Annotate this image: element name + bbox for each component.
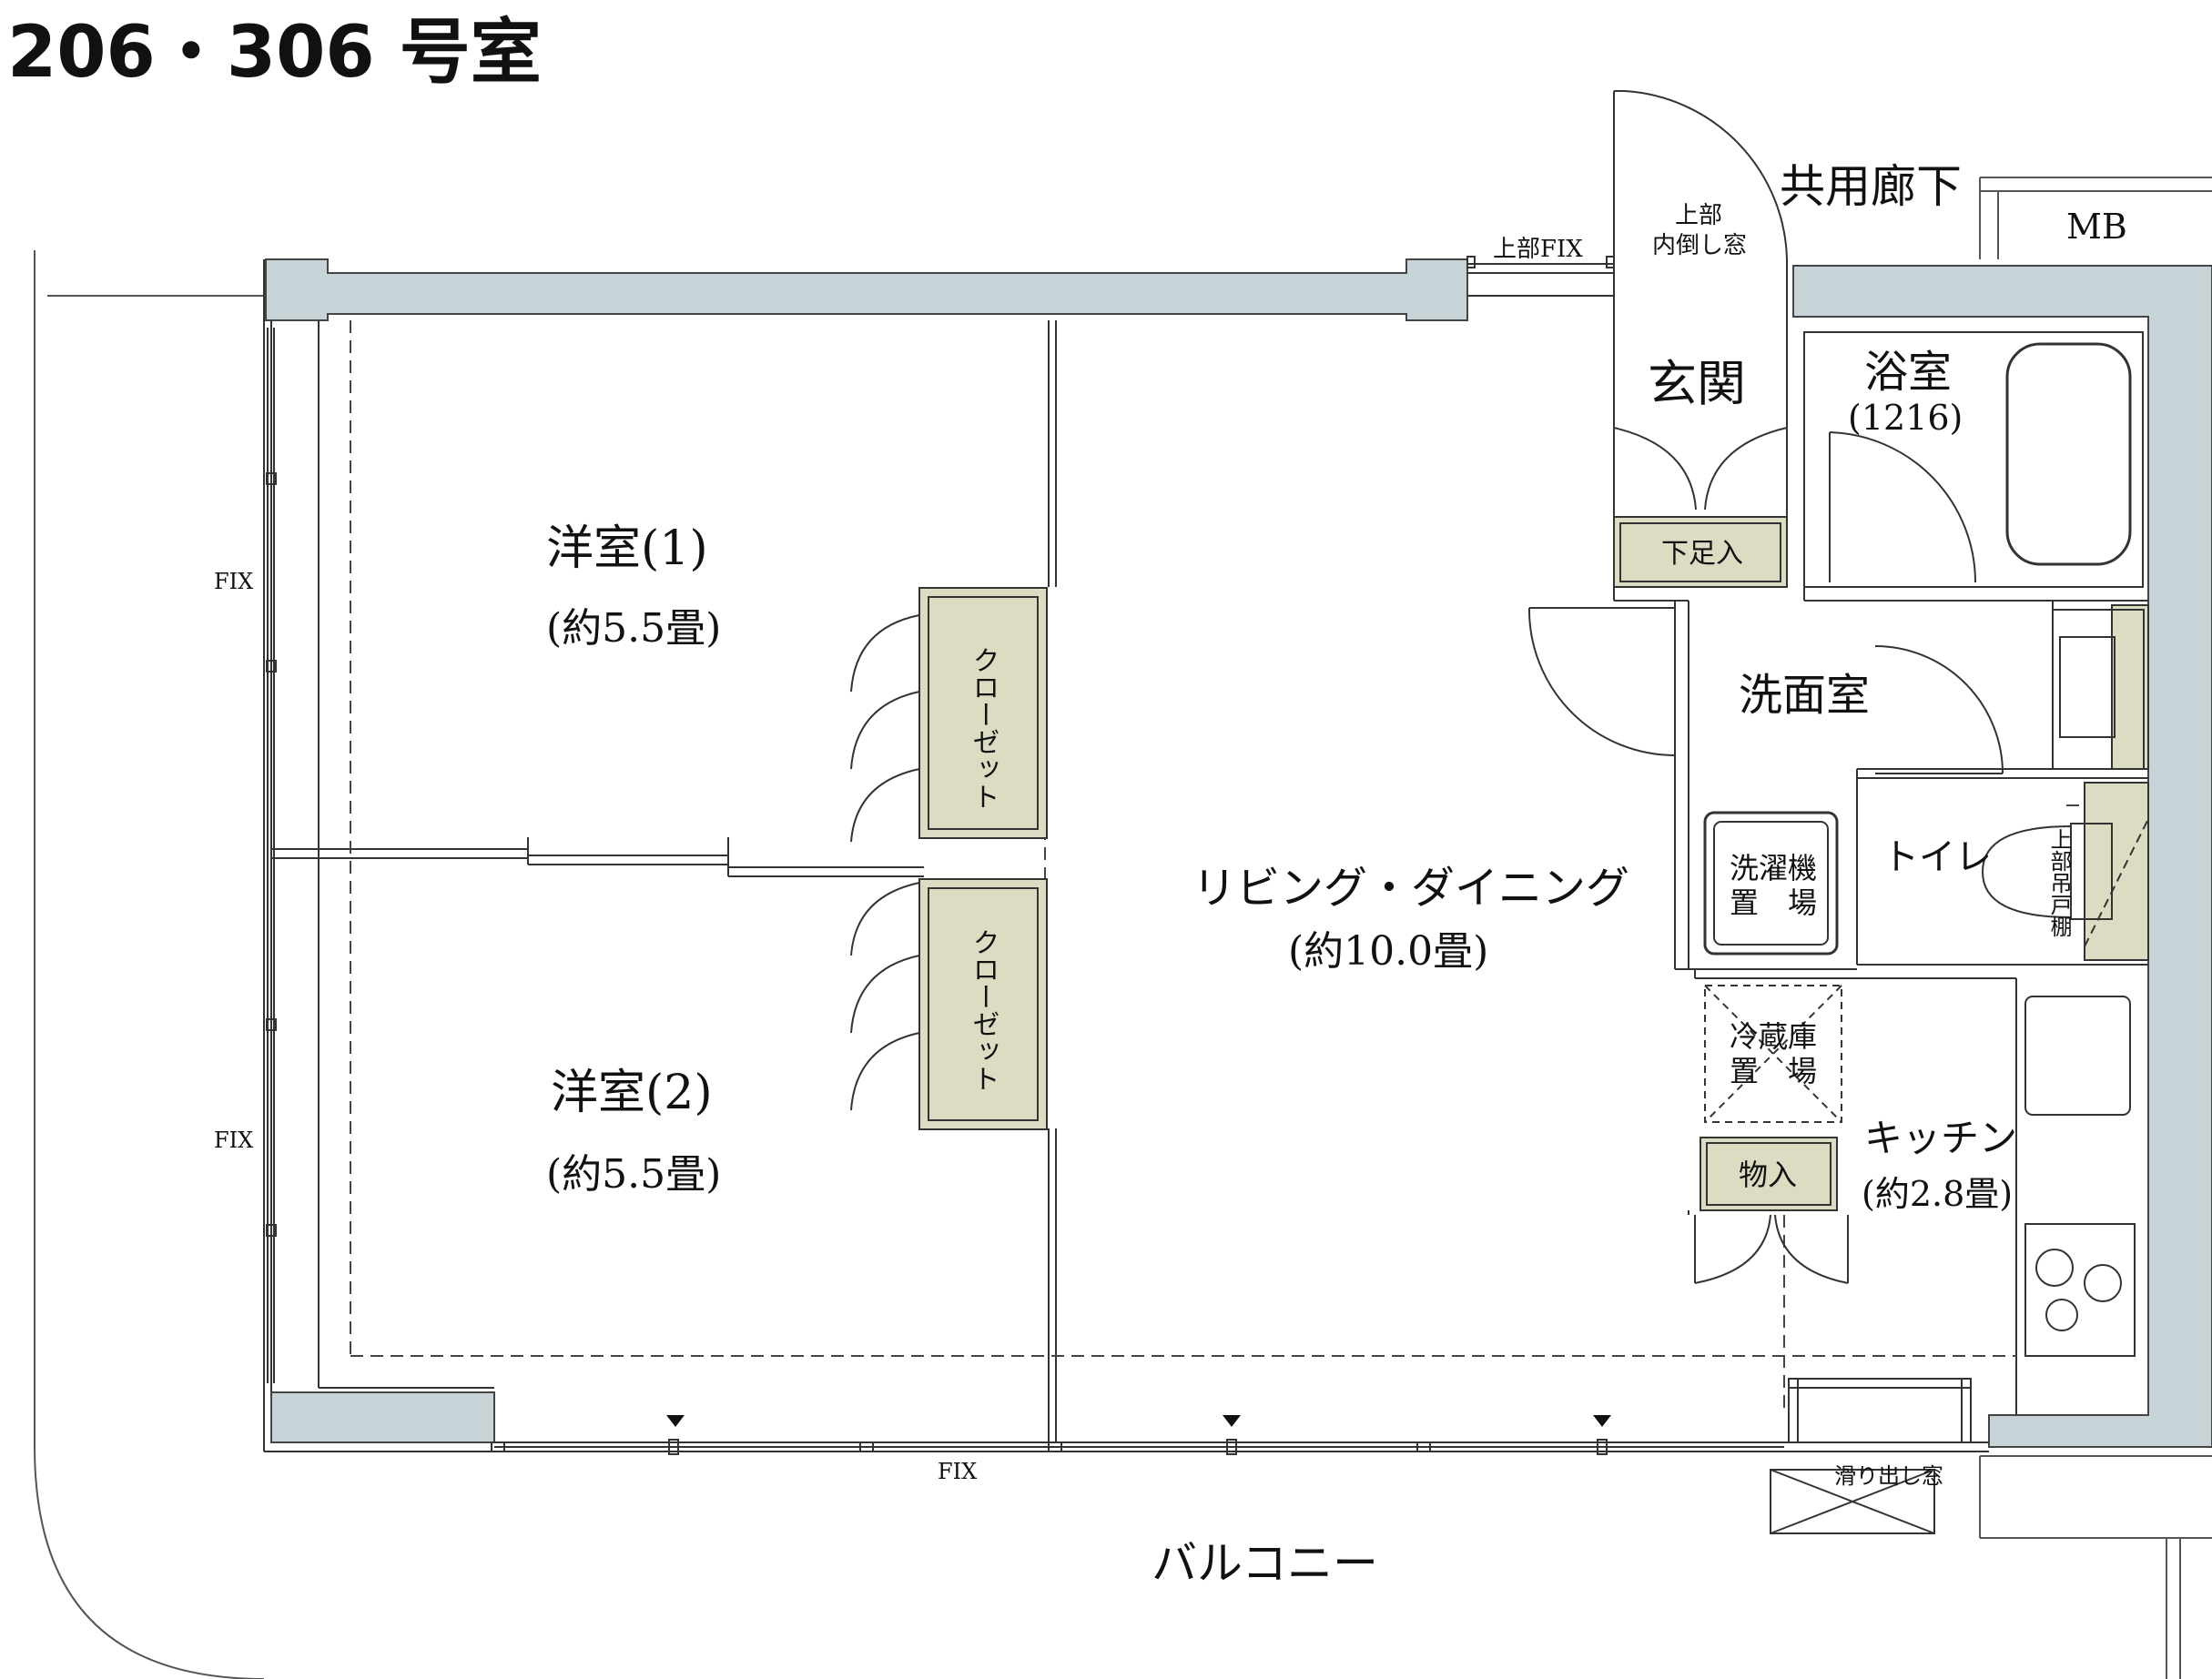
fix-left-lower-label: FIX xyxy=(214,1128,253,1153)
shoe-storage xyxy=(1613,516,1788,588)
balcony-label: バルコニー xyxy=(1152,1537,1378,1590)
upper-cabinet-label: 上部吊戸棚 xyxy=(2046,828,2072,937)
room-kitchen-name: キッチン xyxy=(1864,1116,2017,1160)
fridge-label-1: 冷蔵庫 xyxy=(1730,1019,1817,1054)
slide-window-label: 滑り出し窓 xyxy=(1834,1463,1943,1489)
pantry-label: 物入 xyxy=(1739,1158,1797,1192)
walls xyxy=(265,258,2212,1448)
room-living-size: (約10.0畳) xyxy=(1288,928,1488,975)
sliding-markers xyxy=(666,1415,1611,1427)
mb-box xyxy=(1979,177,2212,259)
room-kitchen-size: (約2.8畳) xyxy=(1862,1174,2013,1214)
vanity xyxy=(2052,609,2145,770)
room-bath-size: (1216) xyxy=(1848,398,1963,438)
shoe-storage-label: 下足入 xyxy=(1661,538,1743,570)
fridge-label-2: 置 場 xyxy=(1730,1054,1817,1088)
upper-fix-label: 上部FIX xyxy=(1493,236,1583,263)
kitchen-sink xyxy=(2024,996,2131,1116)
closet-inner-lines xyxy=(928,522,2149,1206)
toilet-icon xyxy=(1981,824,2072,919)
toilet-upper-cabinet xyxy=(2084,782,2149,961)
stove xyxy=(2024,1223,2136,1357)
fix-bottom-label: FIX xyxy=(938,1459,977,1484)
room-entrance-name: 玄関 xyxy=(1648,355,1746,412)
closet-1-label: クローゼット xyxy=(968,646,999,810)
left-windows xyxy=(263,320,277,1388)
burner-icon xyxy=(2045,1299,2078,1331)
room-western1-name: 洋室(1) xyxy=(546,521,708,576)
balcony-outline xyxy=(34,250,2212,1679)
unit-title: 206・306 号室 xyxy=(7,12,542,94)
upper-window-label-1: 上部 xyxy=(1675,202,1722,229)
corridor-label: 共用廊下 xyxy=(1780,160,1962,213)
washer-label-1: 洗濯機 xyxy=(1730,851,1817,885)
burner-icon xyxy=(2084,1264,2122,1302)
bottom-windows xyxy=(491,1439,1784,1455)
kitchen-window xyxy=(1770,1378,1972,1534)
room-living-name: リビング・ダイニング xyxy=(1192,863,1629,914)
washer-label-2: 置 場 xyxy=(1730,885,1817,920)
fridge-space xyxy=(1704,985,1842,1123)
storage xyxy=(918,516,2149,1211)
upper-window-label-2: 内倒し窓 xyxy=(1652,232,1747,259)
burner-icon xyxy=(2035,1249,2074,1287)
basin xyxy=(2059,636,2116,738)
pantry xyxy=(1700,1137,1838,1211)
mb-label: MB xyxy=(2066,207,2127,247)
washroom-cabinet xyxy=(2111,604,2149,770)
closet-2-label: クローゼット xyxy=(968,928,999,1092)
room-toilet-name: トイレ xyxy=(1882,836,1992,878)
room-western2-name: 洋室(2) xyxy=(551,1066,713,1120)
closet-1 xyxy=(918,587,1048,839)
doors xyxy=(850,90,2004,1284)
room-western2-size: (約5.5畳) xyxy=(546,1151,721,1198)
closet-2 xyxy=(918,878,1048,1130)
fix-left-upper-label: FIX xyxy=(214,569,253,594)
washer-pan xyxy=(1703,811,1839,956)
top-fix-window xyxy=(1466,256,1615,297)
room-bath-name: 浴室 xyxy=(1864,347,1952,398)
room-washroom-name: 洗面室 xyxy=(1739,670,1870,721)
bathtub xyxy=(2005,342,2132,566)
room-western1-size: (約5.5畳) xyxy=(546,605,721,652)
